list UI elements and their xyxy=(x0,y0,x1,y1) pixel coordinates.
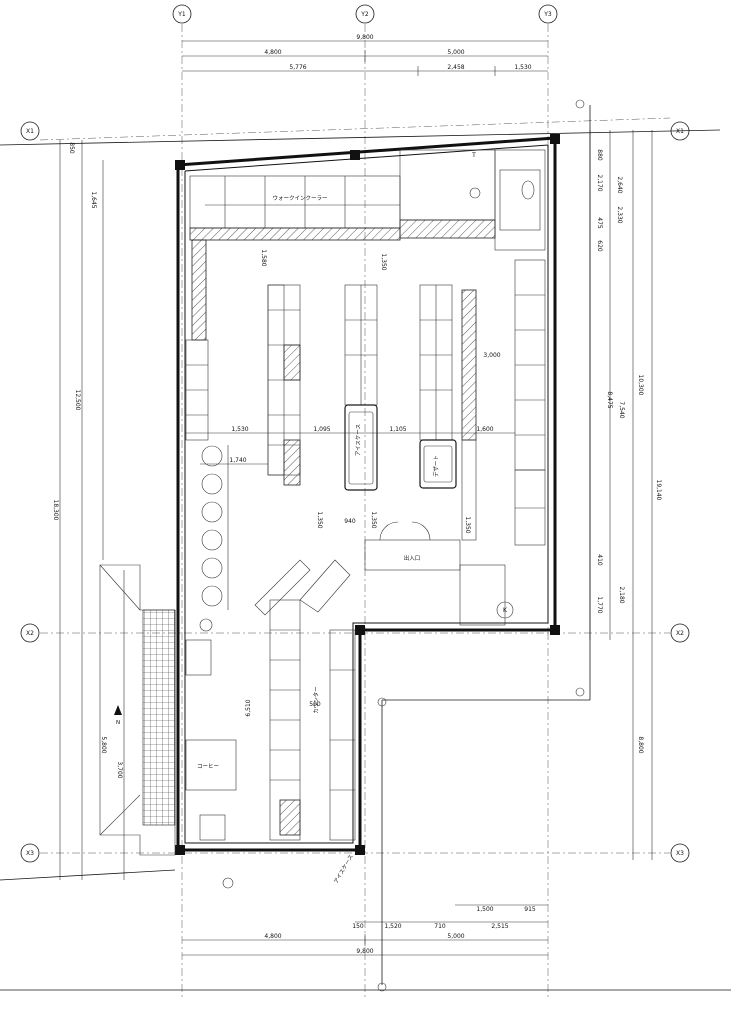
coffee-label: コーヒー xyxy=(197,763,219,770)
dim-aisle2: 1,105 xyxy=(389,426,406,433)
dim-bot-r2-d: 2,515 xyxy=(491,923,508,930)
dim-right-k: 2,180 xyxy=(618,586,625,603)
dim-right-d: 2,330 xyxy=(616,206,623,223)
exterior-walls xyxy=(175,134,560,855)
walk-in-cooler: ウォークインクーラー xyxy=(189,175,401,241)
gondola-2: アイスケース xyxy=(344,284,378,491)
counter-label: カウンター xyxy=(312,686,320,714)
terrace: N xyxy=(99,564,176,856)
dim-right-m: 8,800 xyxy=(637,736,644,753)
dim-bot-r1-a: 1,500 xyxy=(476,906,493,913)
dim-front: 1,740 xyxy=(229,457,246,464)
interior-dimensions: 1,530 1,095 1,105 1,600 1,740 1,580 1,35… xyxy=(186,249,515,717)
dim-counter2: 1,350 xyxy=(316,511,323,528)
dim-right-f: 620 xyxy=(596,240,603,252)
dim-counter1: 940 xyxy=(344,518,356,525)
grid-col-y1: Y1 xyxy=(177,11,186,18)
grid-row-x1-left: X1 xyxy=(26,128,34,135)
dim-top2: 1,350 xyxy=(380,253,387,270)
grid-row-x2-right: X2 xyxy=(676,630,684,637)
dim-right-h: 8,475 xyxy=(606,391,613,408)
dim-right-g: 10,300 xyxy=(637,375,644,396)
window-seats xyxy=(201,445,229,610)
mark-k: K xyxy=(503,607,508,614)
right-wall-cases xyxy=(461,259,546,546)
dim-top-r2-c: 1,530 xyxy=(514,64,531,71)
dim-aisle1: 1,530 xyxy=(231,426,248,433)
north-mark: N xyxy=(116,720,120,726)
gondola-1 xyxy=(267,284,301,486)
dim-left-b: 12,500 xyxy=(74,390,81,411)
dim-top-r2-a: 5,776 xyxy=(289,64,306,71)
ice-case-lower-label: アイスケース xyxy=(333,854,355,885)
dim-bot-r2-b: 1,520 xyxy=(384,923,401,930)
dim-left-d: 3,700 xyxy=(116,761,123,778)
dim-left-a: 1,645 xyxy=(90,191,97,208)
grid-row-x3-left: X3 xyxy=(26,850,34,857)
dim-top1: 1,580 xyxy=(260,249,267,266)
dim-top-r2-b: 2,458 xyxy=(447,64,464,71)
diagonal-counter xyxy=(254,559,351,616)
dim-bot-r3-a: 4,800 xyxy=(264,933,281,940)
ice-case-label: アイスケース xyxy=(355,424,362,456)
dim-right-interior: 3,000 xyxy=(483,352,500,359)
toilet-mark: T xyxy=(471,152,476,159)
dim-left-c: 5,800 xyxy=(100,736,107,753)
dim-right-l: 1,770 xyxy=(596,596,603,613)
left-wall-shelf xyxy=(185,239,209,441)
dim-counter4: 1,350 xyxy=(464,516,471,533)
top-dimensions: 9,800 4,800 5,000 5,776 2,458 1,530 xyxy=(182,34,548,76)
entrance-area: K 出入口 xyxy=(364,521,514,626)
dim-bot-r3-b: 5,000 xyxy=(447,933,464,940)
dim-left-top: 850 xyxy=(68,142,75,154)
dim-gondola1: 1,095 xyxy=(313,426,330,433)
grid-row-x1-right: X1 xyxy=(676,128,684,135)
right-dimensions: 880 2,170 2,640 2,330 475 620 10,300 8,4… xyxy=(589,130,662,860)
entrance-label: 出入口 xyxy=(404,554,421,562)
walk-in-cooler-label: ウォークインクーラー xyxy=(272,194,327,202)
lower-left-area: コーヒー xyxy=(185,618,237,841)
dim-right-overall: 19,140 xyxy=(655,480,662,501)
dim-bot-r2-c: 710 xyxy=(434,923,446,930)
dim-right-a: 880 xyxy=(596,149,603,161)
dim-bot-overall: 9,800 xyxy=(356,948,373,955)
gondola-3: デザート xyxy=(419,284,457,489)
dim-length: 6,510 xyxy=(245,699,252,716)
dim-counter3: 1,350 xyxy=(370,511,377,528)
dim-bot-r1-b: 915 xyxy=(524,906,536,913)
left-dimensions: 850 1,645 12,500 18,300 5,800 3,700 xyxy=(52,140,125,880)
dim-right-c: 2,640 xyxy=(616,176,623,193)
grid-row-x3-right: X3 xyxy=(676,850,684,857)
dim-right-i: 7,540 xyxy=(618,401,625,418)
dim-inner: 500 xyxy=(309,701,321,708)
back-rooms: T xyxy=(399,149,546,251)
dim-left-overall: 18,300 xyxy=(52,500,59,521)
grid-col-y2: Y2 xyxy=(360,11,369,18)
site-boundary xyxy=(0,105,731,991)
dessert-case-label: デザート xyxy=(432,455,440,477)
dim-bot-r2-a: 150 xyxy=(352,923,364,930)
grid-bubbles: Y1 Y2 Y3 X1 X1 X2 X2 X3 X3 xyxy=(20,4,690,863)
bottom-dimensions: 1,500 915 150 1,520 710 2,515 4,800 5,00… xyxy=(182,904,548,956)
dim-top-overall: 9,800 xyxy=(356,34,373,41)
dim-top-r1-b: 5,000 xyxy=(447,49,464,56)
dim-aisle3: 1,600 xyxy=(476,426,493,433)
grid-col-y3: Y3 xyxy=(543,11,552,18)
dim-top-r1-a: 4,800 xyxy=(264,49,281,56)
dim-right-j: 410 xyxy=(596,554,603,566)
grid-row-x2-left: X2 xyxy=(26,630,34,637)
dim-right-b: 2,170 xyxy=(596,174,603,191)
dim-right-e: 475 xyxy=(596,217,603,229)
service-counter: カウンター xyxy=(269,599,356,841)
